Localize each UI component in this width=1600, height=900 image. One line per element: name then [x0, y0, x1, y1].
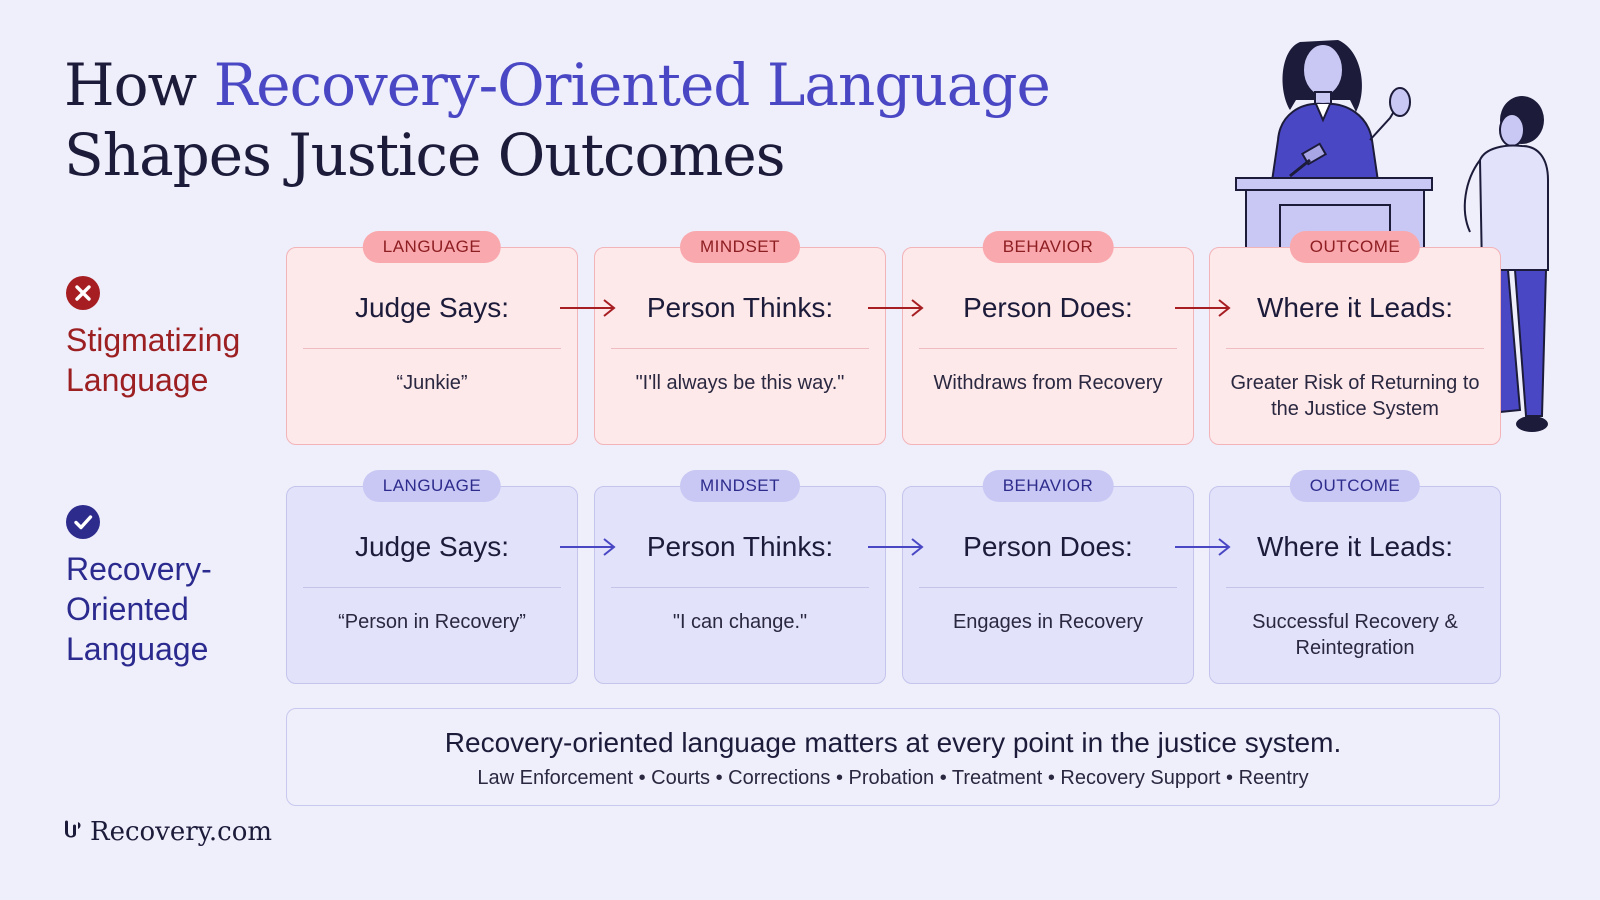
card-body: Engages in Recovery [952, 611, 1144, 633]
recovery-logo-icon [62, 817, 84, 847]
card-tag: LANGUAGE [362, 470, 502, 502]
divider [611, 587, 869, 588]
x-circle-icon [66, 276, 100, 310]
arrow-right-icon [866, 298, 926, 318]
card-tag: OUTCOME [1289, 470, 1421, 502]
divider [303, 348, 561, 349]
stigma-behavior-card: BEHAVIOR Person Does: Withdraws from Rec… [902, 231, 1194, 445]
card-tag: BEHAVIOR [982, 231, 1114, 263]
arrow-right-icon [1173, 537, 1233, 557]
stigmatizing-label: Stigmatizing Language [66, 322, 241, 398]
card-heading: Where it Leads: [1256, 531, 1454, 562]
arrow-right-icon [1173, 298, 1233, 318]
card-heading: Judge Says: [354, 531, 510, 562]
stigma-language-card: LANGUAGE Judge Says: “Junkie” [286, 231, 578, 445]
recovery-mindset-card: MINDSET Person Thinks: "I can change." [594, 470, 886, 684]
card-tag: LANGUAGE [362, 231, 502, 263]
page-title: How Recovery-Oriented Language Shapes Ju… [64, 50, 1051, 190]
recovery-language-card: LANGUAGE Judge Says: “Person in Recovery… [286, 470, 578, 684]
check-circle-icon [66, 505, 100, 539]
arrow-right-icon [558, 298, 618, 318]
logo-text: Recovery.com [90, 817, 273, 847]
card-heading: Where it Leads: [1256, 292, 1454, 323]
card-body: “Person in Recovery” [338, 611, 526, 633]
divider [919, 348, 1177, 349]
divider [611, 348, 869, 349]
card-body: “Junkie” [396, 372, 468, 394]
card-heading: Judge Says: [354, 292, 510, 323]
card-heading: Person Thinks: [646, 531, 834, 562]
recovery-outcome-card: OUTCOME Where it Leads: Successful Recov… [1209, 470, 1501, 684]
card-heading: Person Thinks: [646, 292, 834, 323]
card-body: "I can change." [672, 611, 808, 633]
summary-sub: Law Enforcement • Courts • Corrections •… [477, 767, 1309, 789]
stigmatizing-row-label: Stigmatizing Language [66, 276, 276, 400]
card-body: Greater Risk of Returning to the Justice… [1230, 372, 1480, 420]
recovery-logo: Recovery.com [62, 817, 272, 847]
divider [1226, 348, 1484, 349]
card-body: "I'll always be this way." [635, 372, 845, 394]
divider [1226, 587, 1484, 588]
card-heading: Person Does: [963, 531, 1133, 562]
card-tag: OUTCOME [1289, 231, 1421, 263]
recovery-row-label: Recovery-Oriented Language [66, 505, 276, 669]
arrow-right-icon [558, 537, 618, 557]
recovery-behavior-card: BEHAVIOR Person Does: Engages in Recover… [902, 470, 1194, 684]
card-body: Withdraws from Recovery [933, 372, 1163, 394]
stigma-mindset-card: MINDSET Person Thinks: "I'll always be t… [594, 231, 886, 445]
card-tag: MINDSET [680, 231, 800, 263]
divider [303, 587, 561, 588]
summary-box: Recovery-oriented language matters at ev… [286, 708, 1500, 806]
card-tag: BEHAVIOR [982, 470, 1114, 502]
divider [919, 587, 1177, 588]
arrow-right-icon [866, 537, 926, 557]
card-heading: Person Does: [963, 292, 1133, 323]
stigma-outcome-card: OUTCOME Where it Leads: Greater Risk of … [1209, 231, 1501, 445]
card-tag: MINDSET [680, 470, 800, 502]
summary-main: Recovery-oriented language matters at ev… [444, 727, 1342, 758]
recovery-label: Recovery-Oriented Language [66, 551, 212, 667]
title-accent: Recovery-Oriented Language [213, 51, 1051, 119]
title-line2: Shapes Justice Outcomes [64, 121, 785, 189]
card-body: Successful Recovery & Reintegration [1252, 611, 1458, 659]
title-prefix: How [64, 51, 214, 119]
